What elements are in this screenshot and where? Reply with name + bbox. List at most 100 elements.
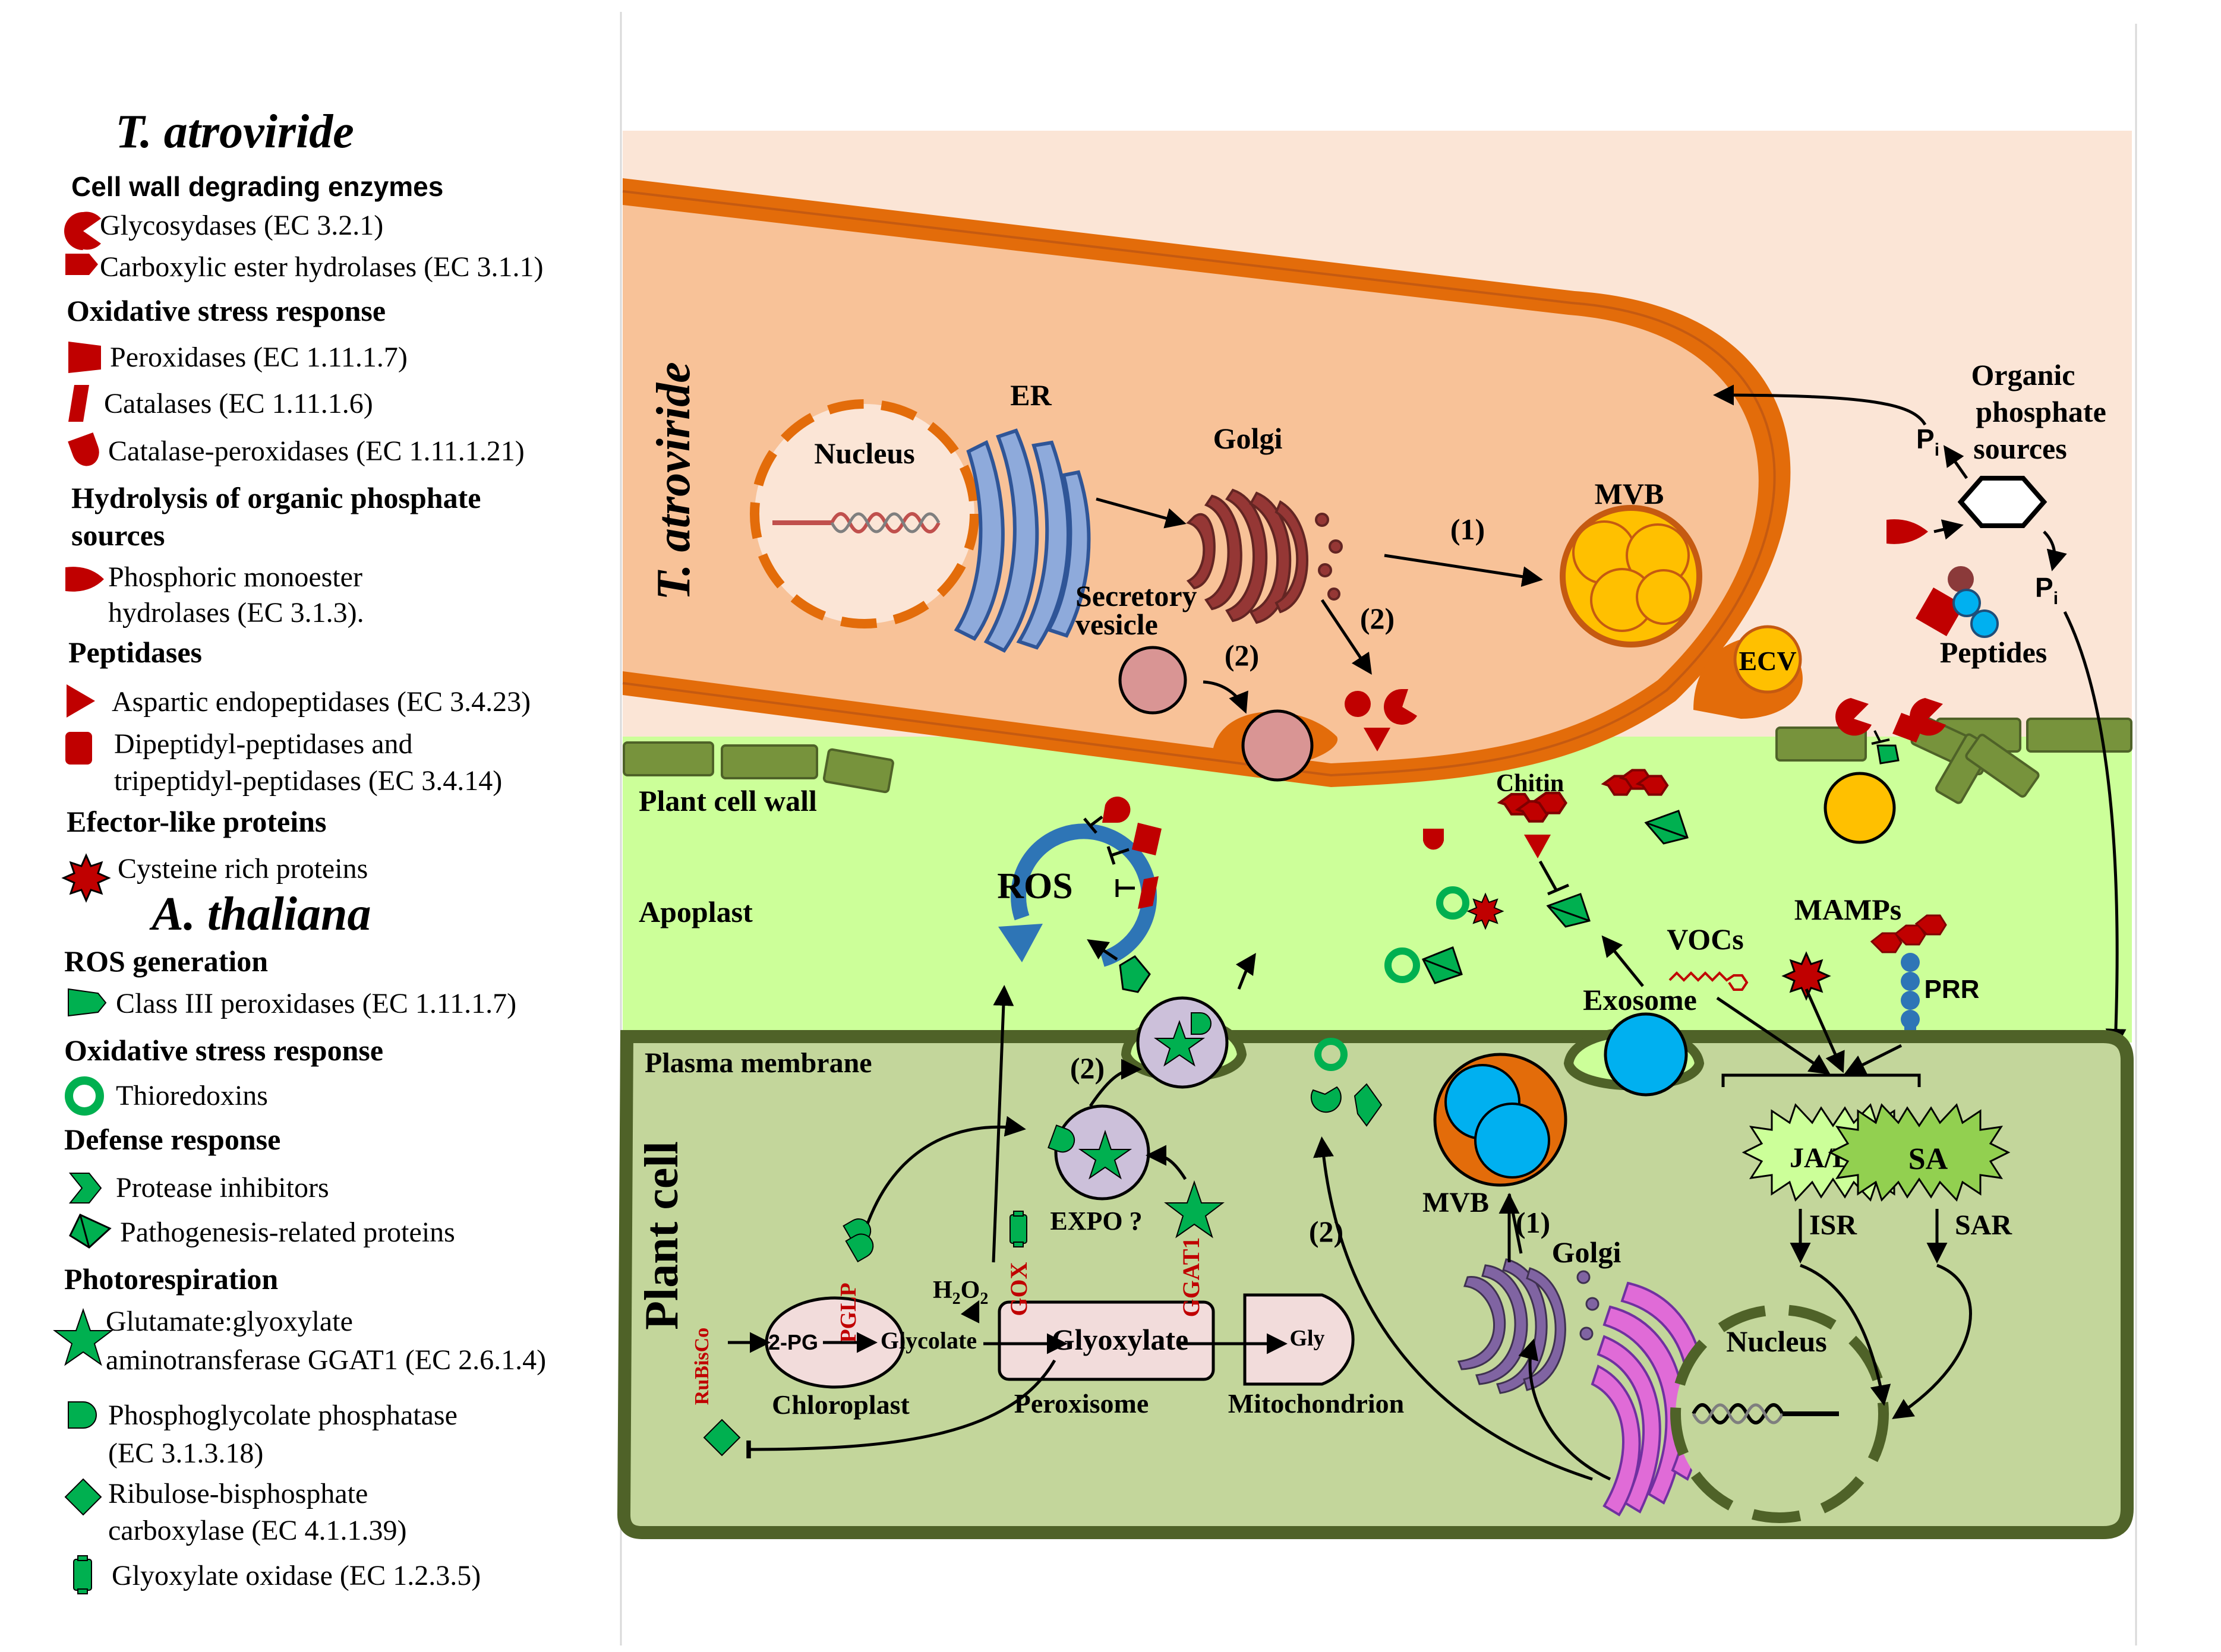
step-label: (2) bbox=[1070, 1051, 1105, 1085]
ros-label: ROS bbox=[997, 866, 1072, 906]
fungal-hypha bbox=[623, 205, 1759, 763]
plant-dna-helix bbox=[1692, 1403, 1839, 1424]
rubisco-diamond-icon bbox=[64, 1478, 102, 1516]
legend-item: Peroxidases (EC 1.11.1.7) bbox=[110, 342, 408, 373]
secretory-vesicle-label: vesicle bbox=[1075, 608, 1158, 641]
plant-cell-wall bbox=[623, 715, 2132, 804]
legend-item: Glycosydases (EC 3.2.1) bbox=[100, 210, 383, 241]
diagram-area: Plant cell wall Apoplast T. atroviride N… bbox=[617, 131, 2134, 1539]
fungal-hypha-inner-line bbox=[622, 190, 1776, 777]
fungal-golgi bbox=[1186, 488, 1343, 624]
pr-protein-icon bbox=[1546, 893, 1591, 928]
legend-item: Protease inhibitors bbox=[116, 1172, 329, 1204]
legend-item: Catalases (EC 1.11.1.6) bbox=[104, 388, 373, 419]
signalling-arrows bbox=[1313, 988, 1972, 1481]
protease-inhibitor-icon bbox=[1310, 1086, 1342, 1113]
legend-item: Phosphoglycolate phosphatase bbox=[108, 1400, 458, 1431]
legend-header: Oxidative stress response bbox=[64, 1034, 383, 1067]
cysteine-rich-protein-icon bbox=[1781, 951, 1831, 1001]
chloroplast-label: Chloroplast bbox=[772, 1389, 910, 1420]
voc-molecule-icon bbox=[1668, 971, 1749, 991]
ggat1-star-icon bbox=[53, 1307, 113, 1366]
photorespiration-arrows bbox=[728, 985, 1288, 1459]
legend-header: Hydrolysis of organic phosphate bbox=[71, 481, 481, 514]
peptides-label: Peptides bbox=[1940, 636, 2048, 669]
legend-item: hydrolases (EC 3.1.3). bbox=[108, 597, 364, 628]
cysteine-rich-protein-icon bbox=[61, 853, 111, 903]
fungal-nucleus bbox=[750, 399, 979, 628]
thioredoxin-icon bbox=[1314, 1038, 1348, 1071]
legend-header: Photorespiration bbox=[64, 1262, 278, 1296]
legend-item: aminotransferase GGAT1 (EC 2.6.1.4) bbox=[106, 1344, 546, 1376]
rubisco-label: RuBisCo bbox=[691, 1328, 713, 1405]
dipeptidyl-peptidase-icon bbox=[65, 732, 92, 765]
ecv bbox=[1733, 625, 1802, 694]
sar-label: SAR bbox=[1955, 1209, 2012, 1241]
plant-cell-wall-label: Plant cell wall bbox=[639, 784, 817, 817]
gox-enzyme-icon bbox=[1009, 1211, 1027, 1247]
legend-header: sources bbox=[71, 519, 165, 552]
ggat1-star-icon bbox=[1078, 1129, 1132, 1180]
phosphate-arrows bbox=[1713, 384, 2127, 1050]
gox-label: GOX bbox=[1005, 1262, 1032, 1316]
pi-text: P bbox=[1916, 424, 1935, 454]
inhibition-line bbox=[1538, 860, 1559, 892]
plant-mvb-label: MVB bbox=[1422, 1187, 1489, 1218]
legend-header: Efector-like proteins bbox=[67, 805, 326, 838]
h2o2-o: O bbox=[961, 1277, 980, 1304]
plant-golgi-label: Golgi bbox=[1552, 1236, 1621, 1269]
plant-nucleus-label: Nucleus bbox=[1726, 1325, 1826, 1358]
step-label: (1) bbox=[1450, 513, 1485, 546]
fungal-mvb-label: MVB bbox=[1595, 477, 1664, 510]
gly-label: Gly bbox=[1289, 1326, 1324, 1351]
step-label: (2) bbox=[1225, 639, 1259, 672]
organic-phosphate-label: Organic bbox=[1971, 358, 2075, 391]
pi-label: Pi bbox=[1916, 424, 1939, 460]
legend-header: Oxidative stress response bbox=[67, 294, 386, 327]
h2o2-sub: 2 bbox=[952, 1290, 961, 1308]
legend-item: Class III peroxidases (EC 1.11.1.7) bbox=[116, 988, 516, 1019]
apoplast-arrows bbox=[1087, 935, 1644, 990]
inhibition-bar bbox=[1547, 883, 1569, 896]
legend-panel: T. atroviride Cell wall degrading enzyme… bbox=[53, 12, 2137, 1645]
h2o2-label: H2O2 bbox=[933, 1277, 988, 1308]
mamp-hexagons bbox=[1870, 914, 1947, 953]
glycosydase-icon bbox=[64, 211, 101, 250]
legend-header: Defense response bbox=[64, 1123, 280, 1156]
legend-fungus-title: T. atroviride bbox=[115, 106, 354, 158]
expo-label: EXPO ? bbox=[1050, 1206, 1142, 1236]
protease-inhibitor-icon bbox=[68, 1173, 102, 1204]
exosome-label: Exosome bbox=[1583, 983, 1697, 1016]
legend-item: Phosphoric monoester bbox=[108, 561, 362, 593]
mitochondrion-label: Mitochondrion bbox=[1228, 1388, 1404, 1419]
apoplast-label: Apoplast bbox=[639, 895, 753, 928]
peroxisome bbox=[998, 1300, 1215, 1381]
fungal-arrows bbox=[1096, 497, 1543, 714]
fungus-side-label: T. atroviride bbox=[648, 362, 700, 600]
peroxisome-label: Peroxisome bbox=[1014, 1388, 1149, 1419]
pglp-enzyme-icon bbox=[845, 1233, 874, 1263]
legend-item: (EC 3.1.3.18) bbox=[108, 1438, 263, 1469]
exosome bbox=[1604, 1012, 1688, 1097]
fungal-golgi-label: Golgi bbox=[1213, 422, 1283, 455]
pglp-label: PGLP bbox=[836, 1283, 861, 1343]
legend-item: tripeptidyl-peptidases (EC 3.4.14) bbox=[114, 765, 502, 797]
sa-burst bbox=[1828, 1103, 2011, 1202]
catalase-peroxidase-icon bbox=[68, 432, 99, 466]
catalase-icon bbox=[68, 385, 89, 422]
legend-item: Catalase-peroxidases (EC 1.11.1.21) bbox=[108, 435, 525, 467]
tip-enzymes bbox=[1824, 698, 1946, 844]
class-iii-peroxidase-icon bbox=[68, 988, 107, 1017]
secreted-glycosydases bbox=[1345, 688, 1417, 751]
step-label: (1) bbox=[1516, 1206, 1550, 1239]
protease-inhibitor-icon bbox=[1354, 1083, 1383, 1127]
thioredoxin-icon bbox=[65, 1076, 104, 1116]
glycolate-label: Glycolate bbox=[881, 1327, 977, 1354]
er-label: ER bbox=[1010, 378, 1052, 412]
legend-item: Dipeptidyl-peptidases and bbox=[114, 728, 413, 760]
ecv-label: ECV bbox=[1739, 646, 1796, 676]
legend-header: Peptidases bbox=[68, 636, 202, 669]
pi-subscript: i bbox=[2053, 589, 2058, 608]
h2o2-h: H bbox=[933, 1277, 952, 1304]
step-label: (2) bbox=[1360, 602, 1395, 635]
